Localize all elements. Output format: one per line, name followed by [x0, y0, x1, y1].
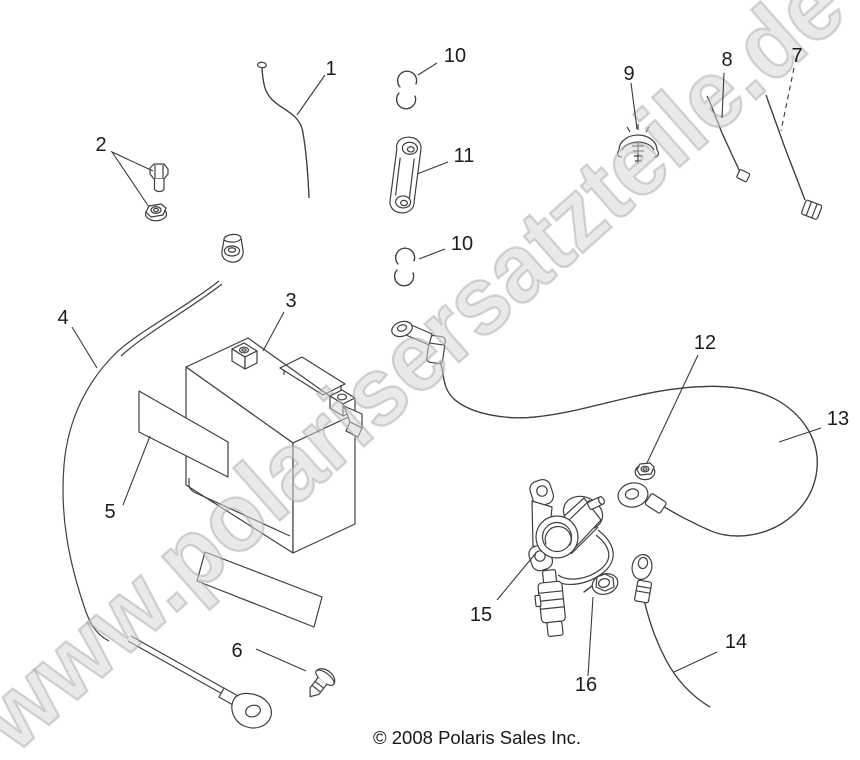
callout-label-5: 5 — [104, 501, 115, 523]
part-6-rivet-drawing — [309, 668, 336, 698]
callout-label-15: 15 — [470, 604, 492, 626]
callout-label-4: 4 — [57, 307, 68, 329]
callout-label-10-bottom: 10 — [451, 233, 473, 255]
part-13-cable-drawing — [391, 320, 818, 537]
part-12-nut-drawing — [634, 462, 656, 481]
leader-8 — [721, 72, 725, 119]
leader-5 — [122, 435, 151, 506]
part-16-bolt-drawing — [583, 573, 619, 595]
callout-label-11: 11 — [454, 145, 475, 167]
part-10-clip-top-drawing — [396, 70, 418, 110]
leader-14 — [673, 651, 718, 673]
part-7-bolt-drawing — [765, 94, 823, 220]
part-4-strap-drawing — [62, 280, 223, 642]
leader-12 — [646, 354, 699, 464]
callout-label-6: 6 — [231, 640, 242, 662]
leader-2 — [110, 150, 154, 208]
callout-label-12: 12 — [694, 332, 716, 354]
leader-4 — [71, 326, 98, 369]
diagram-line-art — [62, 61, 823, 729]
leader-9 — [630, 82, 638, 130]
leader-11 — [416, 161, 449, 175]
leader-6 — [255, 648, 307, 672]
part-5-battery-straps-drawing — [138, 390, 323, 628]
strap-eyelet-drawing — [127, 635, 272, 729]
leader-lines — [71, 62, 822, 677]
part-2-bolt-nut-drawing — [144, 163, 169, 222]
callout-label-10-top: 10 — [444, 45, 466, 67]
callout-label-13: 13 — [827, 408, 849, 430]
leader-1 — [296, 74, 326, 116]
leader-3 — [262, 311, 285, 352]
leader-15 — [496, 552, 537, 601]
part-14-cable-drawing — [631, 554, 711, 708]
leader-16 — [587, 596, 594, 677]
part-9-push-clip-drawing — [616, 124, 660, 164]
leader-10a — [417, 62, 438, 76]
part-3-battery-drawing — [185, 337, 363, 554]
leader-7 — [780, 67, 795, 132]
part-11-link-drawing — [389, 136, 422, 214]
copyright: © 2008 Polaris Sales Inc. — [373, 727, 581, 748]
callout-label-1: 1 — [325, 58, 336, 80]
part-1-vent-tube-drawing — [257, 61, 310, 199]
callout-label-3: 3 — [285, 290, 296, 312]
callout-label-7: 7 — [791, 45, 802, 67]
callout-label-16: 16 — [575, 674, 597, 696]
leader-10b — [418, 248, 446, 260]
part-10-clip-bottom-drawing — [394, 247, 416, 287]
part-15-solenoid-drawing — [528, 478, 614, 637]
terminal-boot-drawing — [221, 233, 244, 263]
part-8-bolt-drawing — [706, 95, 751, 183]
callout-label-8: 8 — [721, 49, 732, 71]
callout-label-9: 9 — [623, 63, 634, 85]
callout-labels: 1 2 3 4 5 6 7 8 9 10 10 11 12 13 14 15 1… — [57, 45, 849, 696]
callout-label-14: 14 — [725, 631, 747, 653]
callout-label-2: 2 — [95, 134, 106, 156]
leader-13 — [778, 427, 822, 443]
